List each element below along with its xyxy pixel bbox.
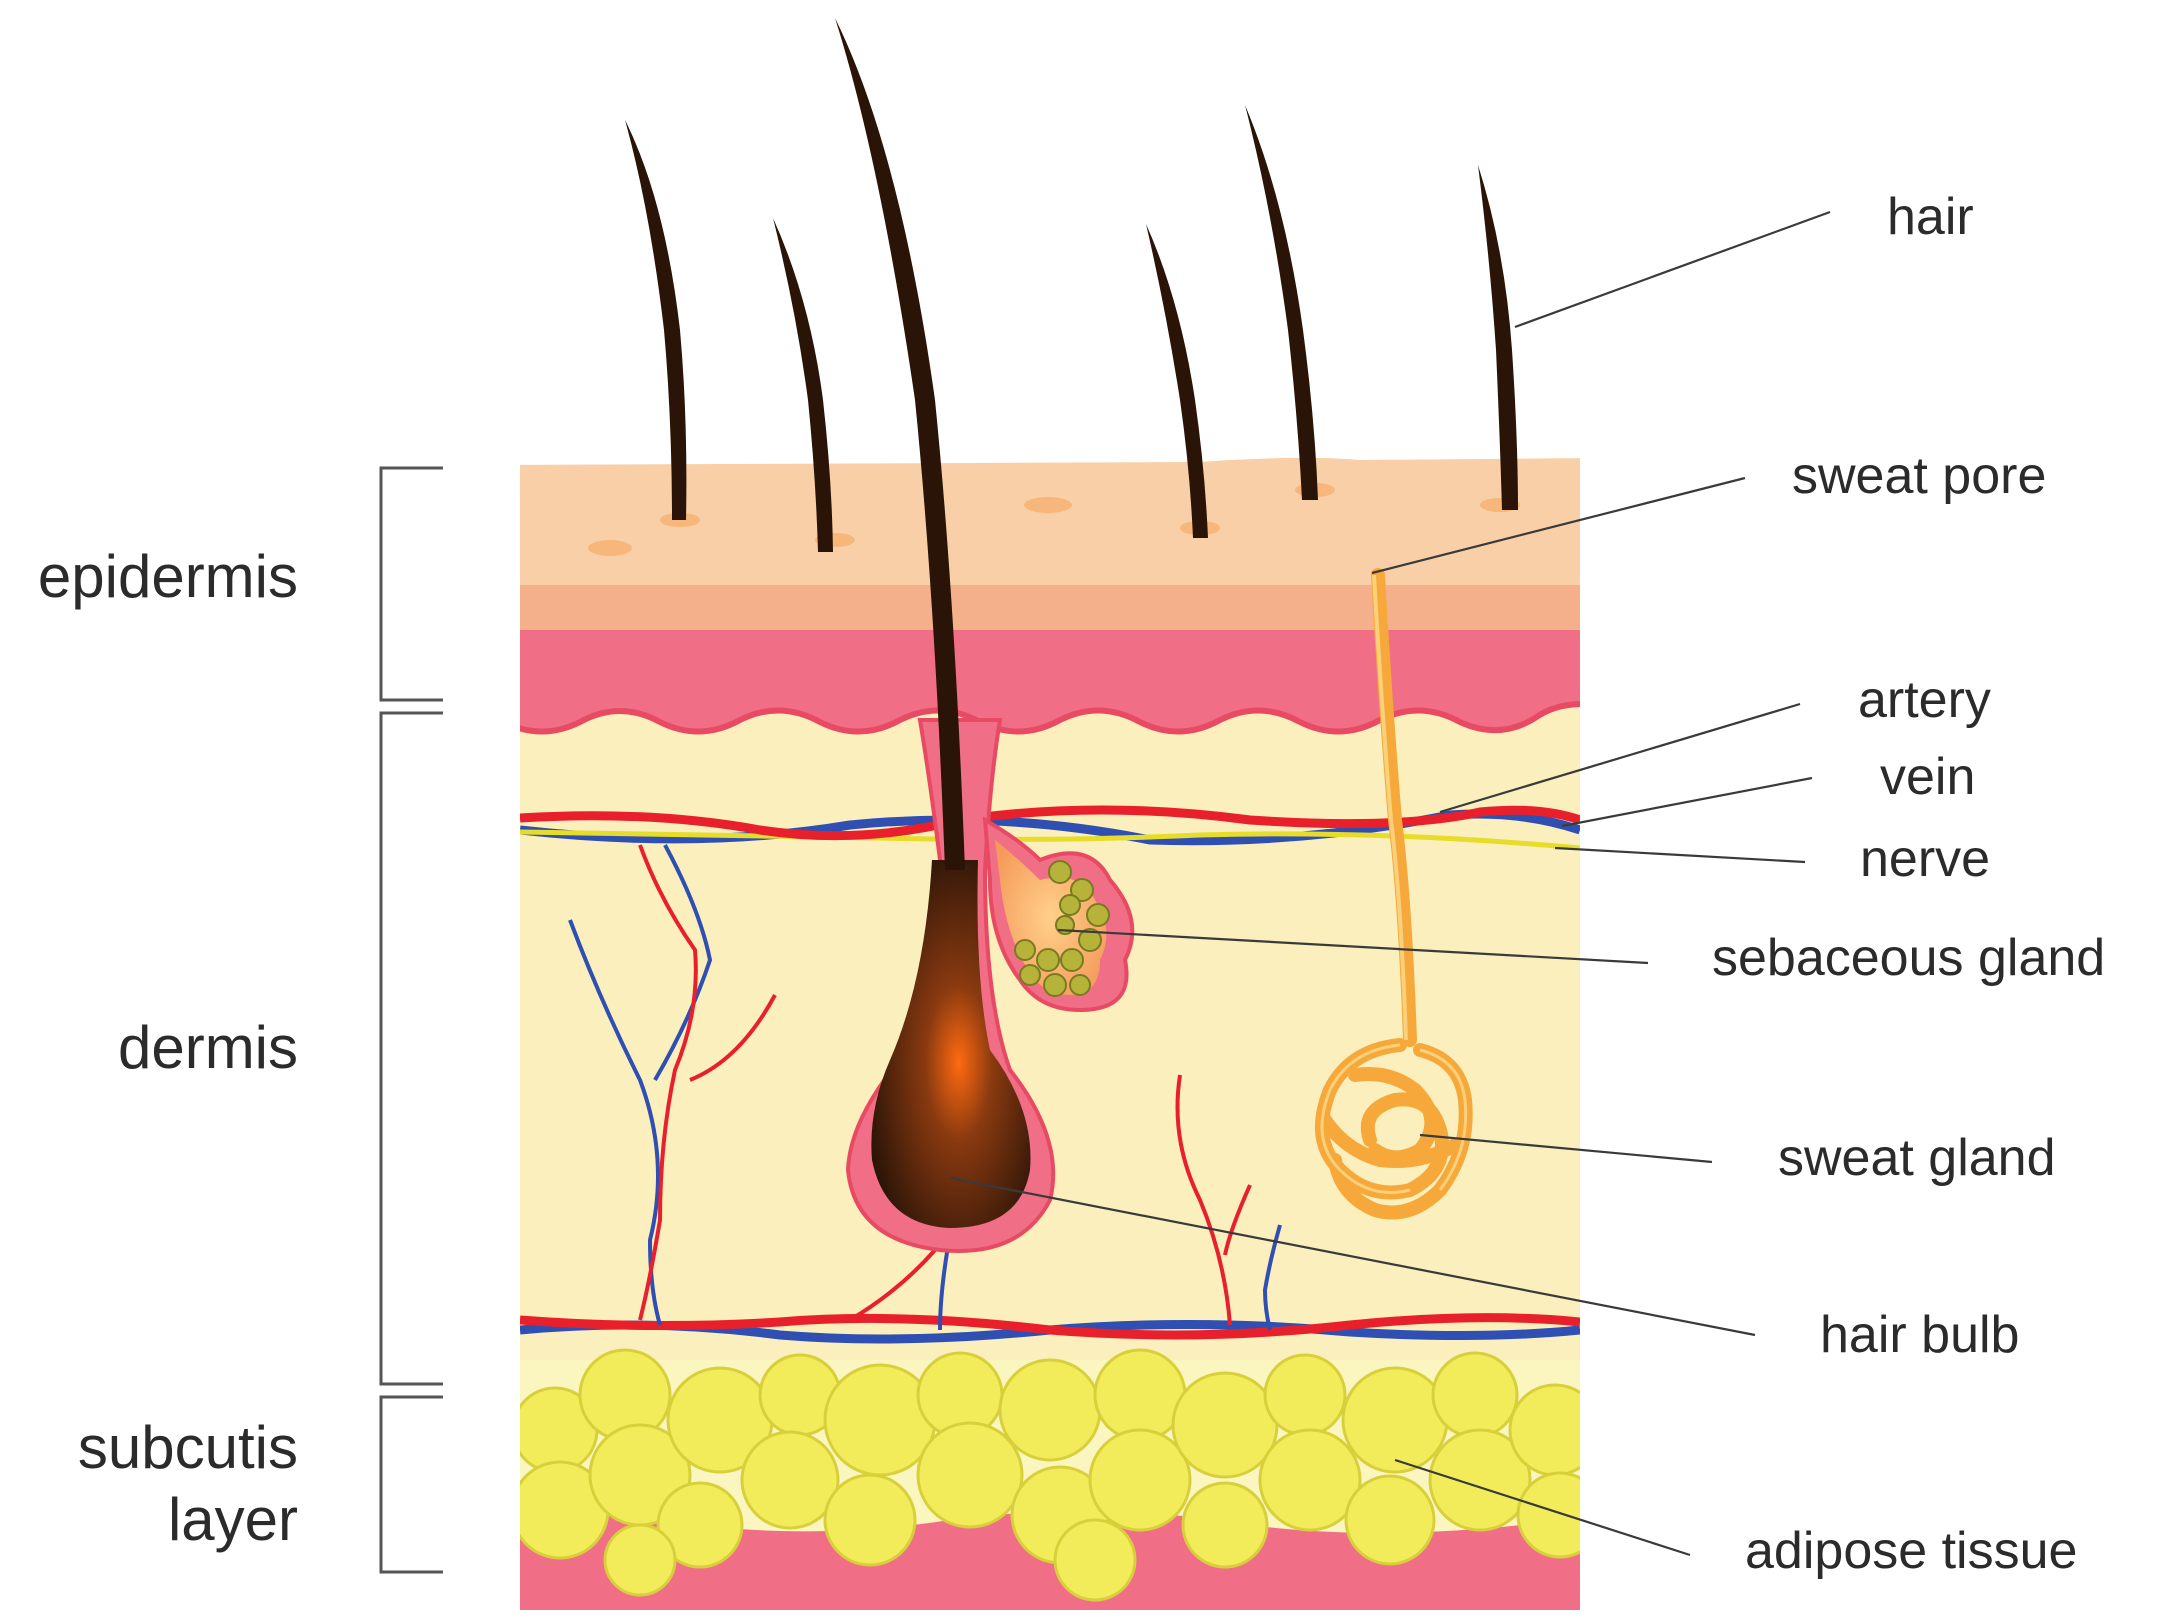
label-hair-bulb: hair bulb: [1820, 1306, 2019, 1364]
hair-shaft-4: [1245, 105, 1318, 500]
hair-follicle: [845, 718, 1056, 1253]
leader-sweat-gland: [1419, 1133, 1713, 1164]
leader-vein: [1561, 776, 1813, 828]
label-subcutis: subcutis: [78, 1414, 298, 1481]
sweat-duct: [1371, 568, 1417, 1047]
label-sweat-gland: sweat gland: [1778, 1129, 2056, 1187]
leader-lines: [949, 210, 1831, 1557]
label-epidermis: epidermis: [38, 543, 298, 610]
leader-hair-bulb: [949, 1176, 1756, 1337]
upper-artery: [520, 805, 1580, 841]
leader-nerve: [1554, 846, 1806, 864]
hair-bulb-shape: [871, 860, 1031, 1228]
hair-shaft-5: [1478, 165, 1518, 510]
leader-adipose-tissue: [1394, 1458, 1691, 1557]
hair-shaft-3: [1146, 224, 1208, 538]
label-vein: vein: [1880, 748, 1975, 806]
leader-artery: [1439, 702, 1801, 814]
label-hair: hair: [1887, 188, 1974, 246]
label-dermis: dermis: [118, 1014, 298, 1081]
bracket-epidermis: [379, 466, 443, 702]
layer-brackets: [379, 466, 443, 1574]
leader-sweat-pore: [1371, 476, 1746, 575]
label-artery: artery: [1858, 671, 1991, 729]
sebaceous-gland-shape: [982, 816, 1135, 1013]
lower-artery: [520, 1313, 1580, 1340]
sweat-gland-highlight: [1320, 1043, 1468, 1194]
hair-shaft-2: [773, 218, 833, 552]
hair-shaft-1: [625, 120, 687, 520]
right-capillaries: [1175, 1074, 1282, 1331]
label-nerve: nerve: [1860, 830, 1990, 888]
lower-vessel-plexus: [520, 1313, 1580, 1344]
adipose-cells: [520, 1348, 1580, 1602]
label-adipose-tissue: adipose tissue: [1745, 1522, 2077, 1580]
hair-shafts: [625, 18, 1518, 870]
epidermis-pink-edge: [520, 701, 1580, 735]
leader-sebaceous-gland: [1057, 928, 1649, 965]
leader-hair: [1514, 210, 1831, 329]
hair-shaft-main: [835, 18, 965, 870]
label-subcutis-layer: layer: [168, 1486, 298, 1553]
label-sweat-pore: sweat pore: [1792, 447, 2046, 505]
left-capillaries: [568, 844, 952, 1331]
bracket-subcutis: [379, 1395, 443, 1574]
label-sebaceous-gland: sebaceous gland: [1712, 929, 2105, 987]
skin-block: [520, 457, 1580, 1610]
bracket-dermis: [379, 711, 443, 1386]
